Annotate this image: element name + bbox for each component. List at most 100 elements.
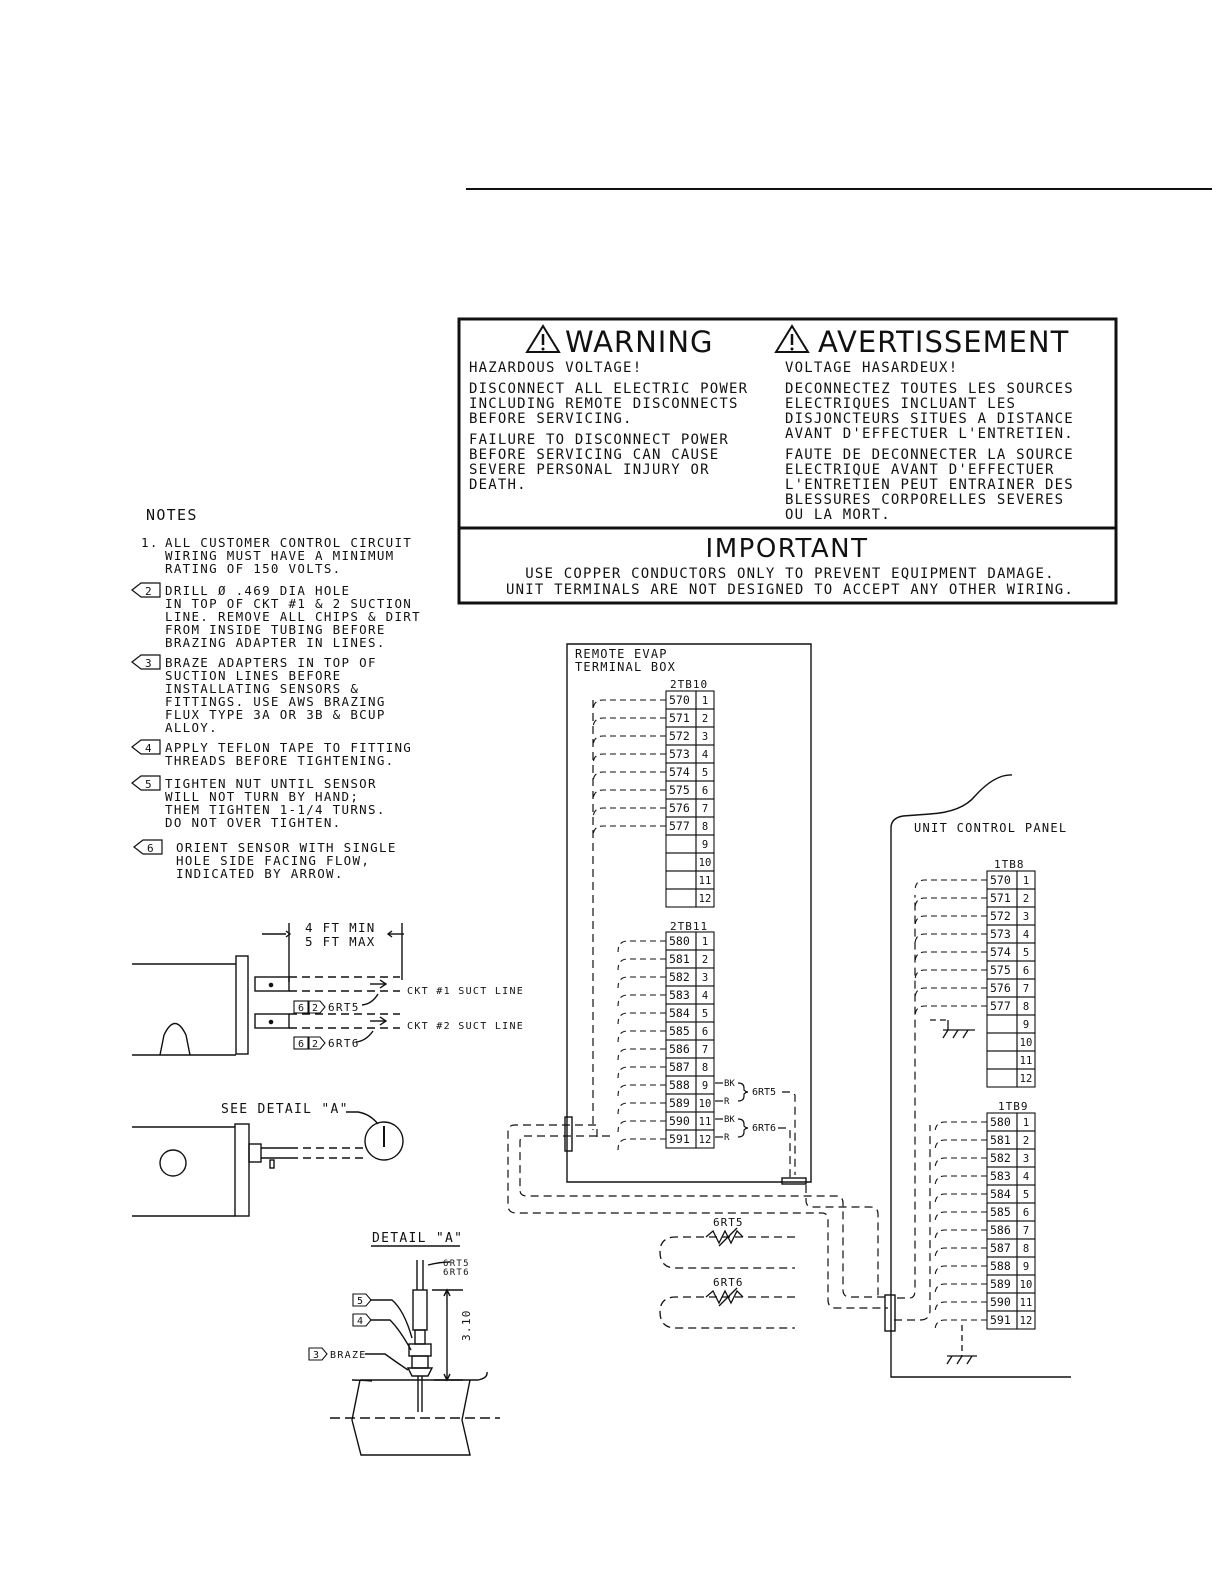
terminal-wire-number: 570 [990,873,1011,887]
warning-frame [457,317,1118,605]
note-line: SUCTION LINES BEFORE [165,668,342,683]
field-wire [934,1301,987,1314]
terminal-position-number: 3 [702,731,708,743]
field-wire [617,1102,666,1115]
terminal-wire-number: 575 [669,783,690,797]
terminal-position-number: 7 [1023,983,1029,995]
warning-body-fr: DECONNECTEZ TOUTES LES SOURCES ELECTRIQU… [785,381,1074,523]
terminal-wire-number: 570 [669,693,690,707]
terminal-position-number: 10 [1020,1279,1033,1291]
wire-color-label: BK [724,1079,735,1089]
terminal-wire-number: 572 [990,909,1011,923]
warning-fr-line: FAUTE DE DECONNECTER LA SOURCE [785,447,1074,463]
terminal-wire-cell [665,870,697,890]
field-wire [934,1229,987,1242]
terminal-wire-number: 581 [990,1133,1011,1147]
field-wire [617,1030,666,1043]
terminal-wire-number: 588 [990,1259,1011,1273]
terminal-position-number: 7 [702,803,708,815]
thermistor-6rt5-icon [659,1227,795,1269]
terminal-position-number: 3 [1023,1153,1029,1165]
field-wire [914,933,987,946]
terminal-position-number: 4 [702,990,708,1002]
terminal-wire-number: 583 [669,988,690,1002]
terminal-wire-number: 574 [990,945,1011,959]
ground-symbol-icon [946,1325,977,1365]
terminal-wire-number: 587 [990,1241,1011,1255]
terminal-position-number: 12 [699,893,712,905]
terminal-position-number: 12 [699,1134,712,1146]
note-line: WILL NOT TURN BY HAND; [165,789,359,804]
field-wire [914,1005,987,1018]
field-wire [934,1139,987,1152]
field-wire [592,789,666,802]
field-wire [592,735,666,748]
see-detail-label: SEE DETAIL "A" [221,1102,349,1117]
terminal-wire-cell [665,888,697,908]
terminal-wire-number: 589 [669,1096,690,1110]
field-wire [914,897,987,910]
panel-title: UNIT CONTROL PANEL [914,821,1067,835]
field-wire [934,1175,987,1188]
terminal-wire-number: 576 [669,801,690,815]
terminal-wire-number: 585 [990,1205,1011,1219]
flag-5-number: 5 [357,1296,364,1307]
note-flag-icon: 5 [131,775,161,791]
terminal-wire-number: 582 [990,1151,1011,1165]
flag-2-icon: 2 [308,1036,326,1050]
warning-fr-line: OU LA MORT. [785,507,891,523]
piping-labels: 4 FT MIN 5 FT MAX CKT #1 SUCT LINE CKT #… [293,920,523,1050]
note-flag-icon: 2 [131,582,161,598]
terminal-wire-cell [665,852,697,872]
flag-6-icon: 6 [293,1036,309,1050]
note-line: APPLY TEFLON TAPE TO FITTING [165,740,412,755]
terminal-position-number: 11 [699,875,712,887]
field-wire [592,699,666,712]
terminal-position-number: 9 [702,1080,708,1092]
terminal-wire-number: 580 [990,1115,1011,1129]
terminal-wire-cell [986,1050,1018,1070]
flag-5-icon: 5 [352,1293,372,1307]
warning-en-line: DISCONNECT ALL ELECTRIC POWER [469,381,748,397]
terminal-position-number: 8 [702,821,708,833]
terminal-wire-number: 584 [669,1006,690,1020]
important-line: UNIT TERMINALS ARE NOT DESIGNED TO ACCEP… [506,582,1074,598]
field-wire [617,994,666,1007]
note-line: ALL CUSTOMER CONTROL CIRCUIT [165,535,412,550]
side-view-sketch [132,1111,404,1217]
warning-fr-line: DISJONCTEURS SITUES A DISTANCE [785,411,1074,427]
detail-dimension-label: 3.10 [460,1309,473,1341]
terminal-position-number: 3 [702,972,708,984]
terminal-position-number: 2 [1023,1135,1029,1147]
sensor-6rt6-label: 6RT6 [328,1037,360,1050]
terminal-position-number: 11 [1020,1055,1033,1067]
note-flag-icon: 3 [131,654,161,670]
note-line: DO NOT OVER TIGHTEN. [165,815,342,830]
note-line: BRAZING ADAPTER IN LINES. [165,635,386,650]
field-wire [592,753,666,766]
terminal-position-number: 8 [1023,1001,1029,1013]
field-wire [934,1265,987,1278]
terminal-wire-number: 582 [669,970,690,984]
terminal-wire-number: 577 [669,819,690,833]
terminal-position-number: 4 [1023,1171,1029,1183]
field-wire [914,987,987,1000]
note-flag-number: 5 [145,778,153,791]
terminal-wire-number: 590 [669,1114,690,1128]
terminal-number-cell [1016,1068,1036,1088]
note-line: ORIENT SENSOR WITH SINGLE [176,840,397,855]
field-wire [914,879,987,892]
note-line: HOLE SIDE FACING FLOW, [176,853,370,868]
detail-sensor-label: 6RT5 [443,1259,470,1269]
sensor-6rt5-label: 6RT5 [328,1001,360,1014]
field-wiring-1tb9 [934,1121,987,1332]
terminal-position-number: 10 [1020,1037,1033,1049]
terminal-wire-number: 588 [669,1078,690,1092]
flag-4-number: 4 [357,1316,364,1327]
warning-fr-line: ELECTRIQUE AVANT D'EFFECTUER [785,462,1055,478]
note-line: IN TOP OF CKT #1 & 2 SUCTION [165,596,412,611]
detail-sensor-label: 6RT6 [443,1268,470,1278]
field-wire [617,1120,666,1133]
